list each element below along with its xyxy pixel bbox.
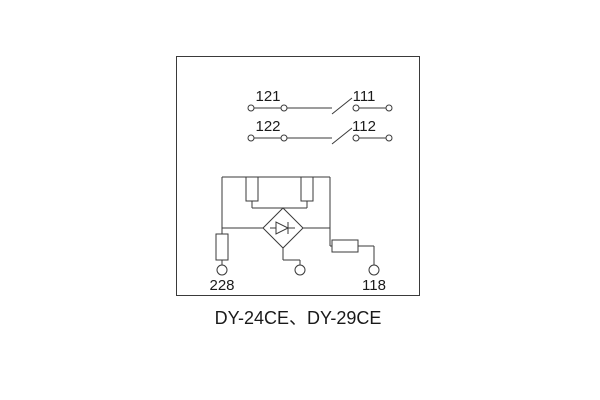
contact-terminal-dot — [280, 134, 288, 142]
diode-triangle-icon — [275, 221, 290, 235]
contact-112-label: 112 — [352, 118, 376, 135]
terminal-228-circle — [216, 264, 228, 276]
contact-row-2: 122 112 — [247, 118, 393, 145]
resistor-bottom-left — [215, 233, 229, 261]
resistor-left — [245, 176, 259, 202]
switch-blade-icon — [331, 127, 353, 145]
contact-terminal-dot — [247, 134, 255, 142]
contact-terminal-dot — [352, 134, 360, 142]
contact-terminal-dot — [352, 104, 360, 112]
contact-terminal-dot — [280, 104, 288, 112]
diagram-caption: DY-24CE、DY-29CE — [215, 308, 382, 328]
contact-111-label: 111 — [353, 88, 376, 105]
coil-circuit — [215, 176, 380, 276]
rectifier-bridge-icon — [262, 207, 304, 249]
contact-122-label: 122 — [255, 118, 280, 135]
switch-blade-icon — [331, 97, 353, 115]
resistor-right — [300, 176, 314, 202]
schematic-border — [176, 56, 420, 296]
contact-terminal-dot — [385, 104, 393, 112]
contact-121-label: 121 — [255, 88, 280, 105]
terminal-118-circle — [368, 264, 380, 276]
resistor-bottom-right — [331, 239, 359, 253]
terminal-228-label: 228 — [209, 277, 234, 294]
terminal-middle-circle — [294, 264, 306, 276]
contact-terminal-dot — [247, 104, 255, 112]
contact-terminal-dot — [385, 134, 393, 142]
contact-row-1: 121 111 — [247, 88, 393, 115]
terminal-118-label: 118 — [362, 277, 386, 294]
